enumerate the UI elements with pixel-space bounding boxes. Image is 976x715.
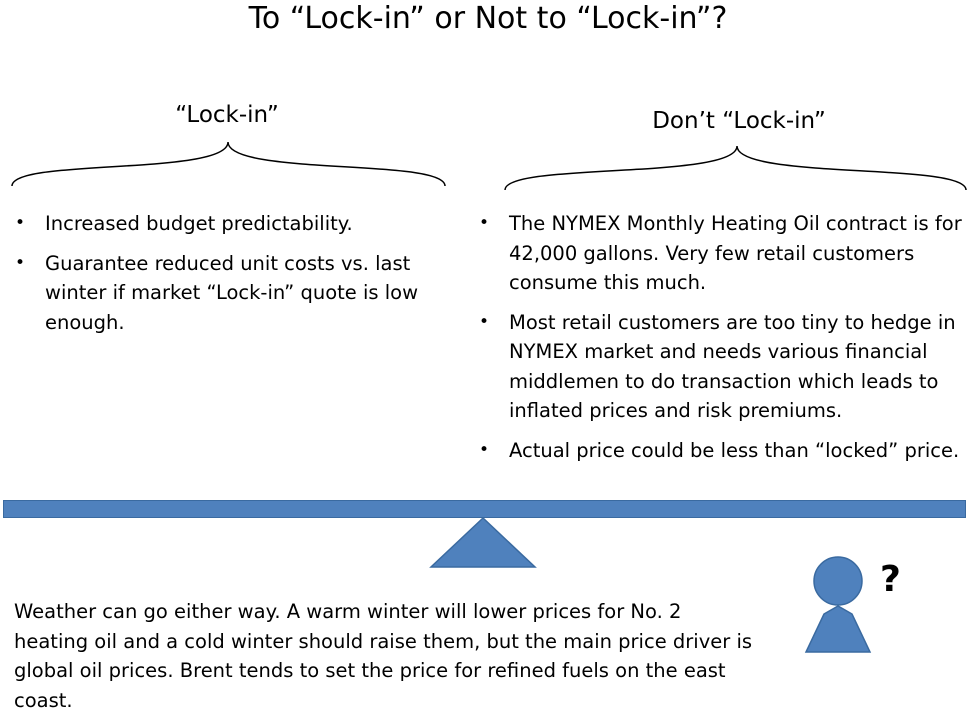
right-brace-icon	[504, 145, 967, 191]
balance-scale-icon	[429, 517, 537, 568]
balance-beam	[3, 500, 966, 518]
dont-lock-in-list: The NYMEX Monthly Heating Oil contract i…	[476, 209, 974, 475]
braces	[11, 141, 967, 191]
lock-in-list: Increased budget predictability. Guarant…	[12, 209, 452, 347]
lock-in-heading: “Lock-in”	[175, 102, 279, 128]
page-title: To “Lock-in” or Not to “Lock-in”?	[248, 1, 728, 36]
person-icon	[804, 556, 872, 653]
weather-note: Weather can go either way. A warm winter…	[14, 600, 753, 712]
list-item: Increased budget predictability.	[12, 209, 452, 239]
question-mark: ?	[880, 559, 901, 600]
dont-lock-in-heading: Don’t “Lock-in”	[652, 108, 826, 134]
list-item: Actual price could be less than “locked”…	[476, 436, 974, 466]
list-item: The NYMEX Monthly Heating Oil contract i…	[476, 209, 974, 298]
list-item: Guarantee reduced unit costs vs. last wi…	[12, 249, 452, 338]
left-brace-icon	[11, 141, 446, 187]
list-item: Most retail customers are too tiny to he…	[476, 308, 974, 426]
